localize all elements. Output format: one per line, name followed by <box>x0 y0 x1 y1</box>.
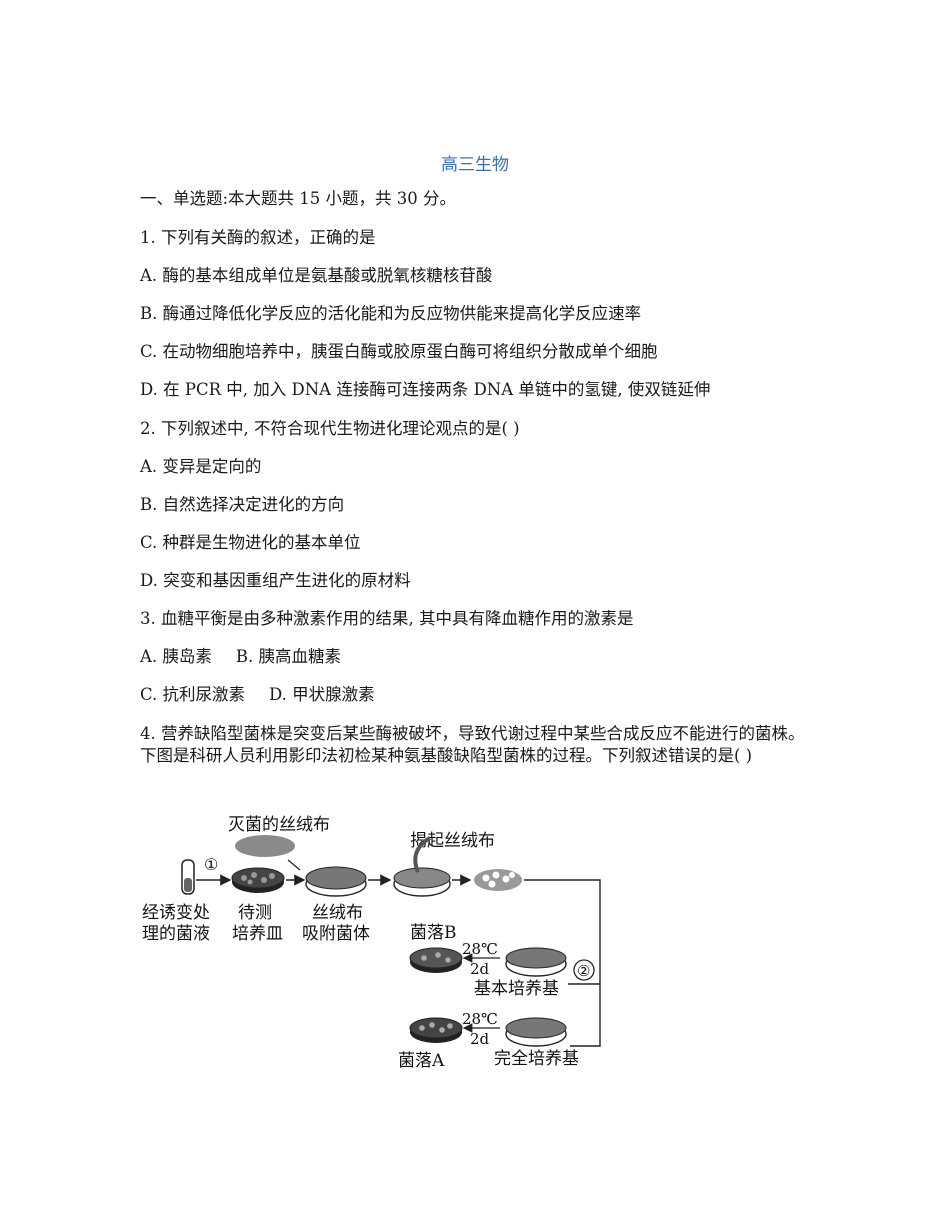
velvet-colonies-icon <box>474 869 522 891</box>
q3-options-row2: C. 抗利尿激素 D. 甲状腺激素 <box>140 684 820 706</box>
q2-stem: 2. 下列叙述中, 不符合现代生物进化理论观点的是( ) <box>140 419 520 438</box>
colony-a-dish-icon <box>409 1017 463 1043</box>
sterile-velvet-icon <box>235 835 295 857</box>
velvet-dish-icon <box>305 866 367 897</box>
q2-option-c: C. 种群是生物进化的基本单位 <box>140 533 361 552</box>
label-temp-a: 28℃ <box>462 1010 498 1028</box>
q3-option-d: D. 甲状腺激素 <box>269 685 375 704</box>
test-dish-icon <box>231 867 285 893</box>
q4-stem: 4. 营养缺陷型菌株是突变后某些酶被破坏，导致代谢过程中某些合成反应不能进行的菌… <box>140 724 805 765</box>
label-colony-a: 菌落A <box>398 1051 445 1071</box>
section-heading: 一、单选题:本大题共 15 小题，共 30 分。 <box>140 189 457 208</box>
test-tube-icon <box>181 859 195 895</box>
basic-medium-dish-icon <box>505 947 567 977</box>
label-velvet-adsorb-2: 吸附菌体 <box>302 924 370 944</box>
label-colony-b: 菌落B <box>410 923 457 943</box>
q1-option-c: C. 在动物细胞培养中，胰蛋白酶或胶原蛋白酶可将组织分散成单个细胞 <box>140 342 658 361</box>
page-title: 高三生物 <box>441 155 509 175</box>
q3-stem: 3. 血糖平衡是由多种激素作用的结果, 其中具有降血糖作用的激素是 <box>140 609 634 628</box>
label-temp-b: 28℃ <box>462 940 498 958</box>
q1-option-d: D. 在 PCR 中, 加入 DNA 连接酶可连接两条 DNA 单链中的氢键, … <box>140 380 711 399</box>
q3-options-row1: A. 胰岛素 B. 胰高血糖素 <box>140 646 820 668</box>
label-days-a: 2d <box>470 1030 490 1048</box>
complete-medium-dish-icon <box>505 1017 567 1047</box>
step-1-marker: ① <box>204 855 218 874</box>
q2-option-d: D. 突变和基因重组产生进化的原材料 <box>140 571 411 590</box>
q1-option-b: B. 酶通过降低化学反应的活化能和为反应物供能来提高化学反应速率 <box>140 304 642 323</box>
replica-plating-diagram: 灭菌的丝绒布 揭起丝绒布 ① ② 经诱变处 理的菌 <box>142 815 601 1071</box>
q1-option-a: A. 酶的基本组成单位是氨基酸或脱氧核糖核苷酸 <box>140 266 493 285</box>
q3-option-b: B. 胰高血糖素 <box>235 647 342 666</box>
colony-b-dish-icon <box>409 947 463 973</box>
label-complete-medium: 完全培养基 <box>494 1049 579 1069</box>
lifting-dish-icon <box>393 836 451 897</box>
label-test-dish-2: 培养皿 <box>232 924 283 944</box>
q2-option-b: B. 自然选择决定进化的方向 <box>140 495 345 514</box>
q3-option-a: A. 胰岛素 <box>140 647 212 666</box>
label-test-dish-1: 待测 <box>238 903 272 923</box>
label-velvet-adsorb-1: 丝绒布 <box>312 903 363 923</box>
label-lift-velvet: 揭起丝绒布 <box>410 831 495 851</box>
label-days-b: 2d <box>470 960 490 978</box>
q3-option-c: C. 抗利尿激素 <box>140 685 246 704</box>
q1-stem: 1. 下列有关酶的叙述，正确的是 <box>140 228 376 247</box>
label-tube-2: 理的菌液 <box>142 924 210 944</box>
label-basic-medium: 基本培养基 <box>474 979 559 999</box>
label-tube-1: 经诱变处 <box>142 903 210 923</box>
step-2-marker: ② <box>577 962 590 980</box>
q2-option-a: A. 变异是定向的 <box>140 457 262 476</box>
label-velvet-sterile: 灭菌的丝绒布 <box>228 815 330 835</box>
